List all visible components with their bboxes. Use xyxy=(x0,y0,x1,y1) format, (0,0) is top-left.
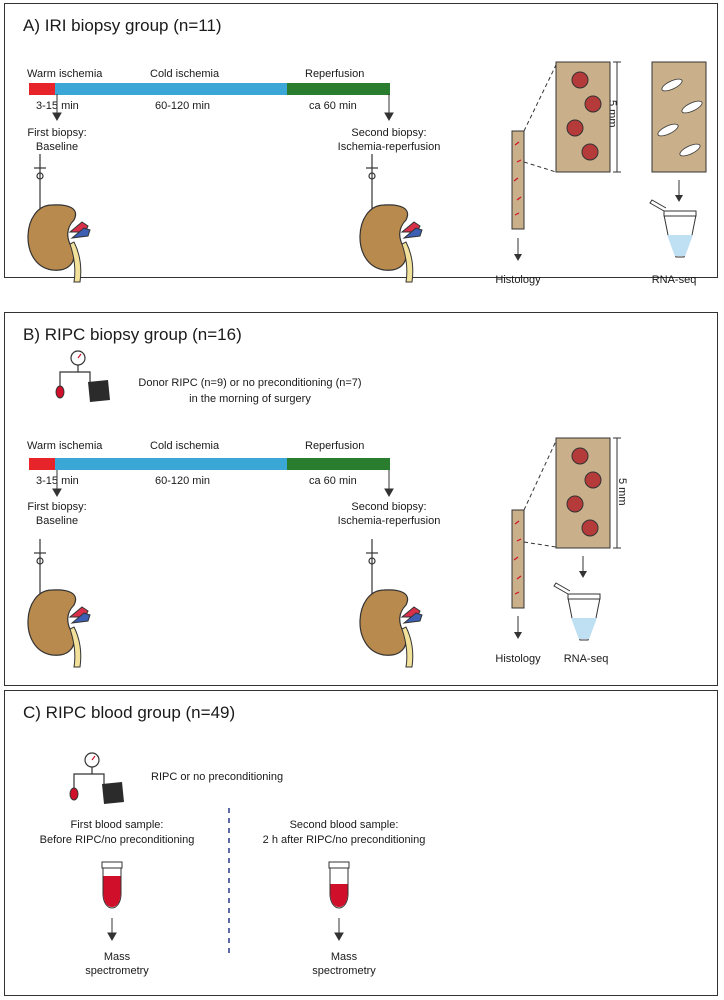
histology-label: Histology xyxy=(495,653,541,665)
first-sample-subtitle: Before RIPC/no preconditioning xyxy=(39,834,195,846)
sample-tube-icon xyxy=(553,582,601,641)
cold-ischemia-bar xyxy=(55,458,287,470)
mass-spec-label-1b: spectrometry xyxy=(85,965,149,977)
sample-tube-icon xyxy=(649,199,697,258)
warm-ischemia-bar xyxy=(29,83,55,95)
warm-ischemia-bar xyxy=(29,458,55,470)
mass-spec-label-2b: spectrometry xyxy=(312,965,376,977)
blood-tube-icon xyxy=(328,861,350,909)
mass-spec-label-2: Mass xyxy=(330,951,358,963)
tissue-section-icon xyxy=(555,437,611,549)
ripc-note-line2: in the morning of surgery xyxy=(189,393,311,405)
rnaseq-label: RNA-seq xyxy=(651,274,697,286)
cold-ischemia-bar xyxy=(55,83,287,95)
second-sample-title: Second blood sample: xyxy=(289,819,399,831)
reperfusion-time: ca 60 min xyxy=(309,100,357,112)
kidney-icon xyxy=(27,154,91,283)
kidney-icon xyxy=(27,539,91,668)
blood-pressure-cuff-icon xyxy=(55,350,110,402)
tissue-section-icon xyxy=(555,61,611,173)
biopsy-core-icon xyxy=(511,130,525,230)
mass-spec-label-1: Mass xyxy=(103,951,131,963)
first-sample-title: First blood sample: xyxy=(70,819,164,831)
cold-ischemia-label: Cold ischemia xyxy=(150,440,220,452)
panel-title: C) RIPC blood group (n=49) xyxy=(23,703,236,722)
second-biopsy-title: Second biopsy: xyxy=(351,127,427,139)
reperfusion-label: Reperfusion xyxy=(305,68,365,80)
reperfusion-bar xyxy=(287,458,390,470)
kidney-icon xyxy=(359,539,423,668)
sliced-tissue-icon xyxy=(651,61,707,173)
warm-ischemia-label: Warm ischemia xyxy=(27,68,103,80)
warm-ischemia-label: Warm ischemia xyxy=(27,440,103,452)
second-biopsy-subtitle: Ischemia-reperfusion xyxy=(337,141,441,153)
cold-ischemia-label: Cold ischemia xyxy=(150,68,220,80)
first-biopsy-subtitle: Baseline xyxy=(35,515,79,527)
blood-pressure-cuff-icon xyxy=(69,752,124,804)
second-biopsy-subtitle: Ischemia-reperfusion xyxy=(337,515,441,527)
reperfusion-label: Reperfusion xyxy=(305,440,365,452)
panel-title: B) RIPC biopsy group (n=16) xyxy=(23,325,242,344)
second-sample-subtitle: 2 h after RIPC/no preconditioning xyxy=(262,834,426,846)
panel-title: A) IRI biopsy group (n=11) xyxy=(23,16,222,35)
histology-label: Histology xyxy=(495,274,541,286)
ripc-note: RIPC or no preconditioning xyxy=(151,771,284,783)
first-biopsy-title: First biopsy: xyxy=(27,127,87,139)
cold-time: 60-120 min xyxy=(155,100,211,112)
second-biopsy-title: Second biopsy: xyxy=(351,501,427,513)
cold-time: 60-120 min xyxy=(155,475,211,487)
kidney-icon xyxy=(359,154,423,283)
ripc-note-line1: Donor RIPC (n=9) or no preconditioning (… xyxy=(138,377,362,389)
reperfusion-time: ca 60 min xyxy=(309,475,357,487)
rnaseq-label: RNA-seq xyxy=(563,653,609,665)
biopsy-core-icon xyxy=(511,509,525,609)
panel-c-ripc-blood: C) RIPC blood group (n=49) RIPC or no pr… xyxy=(4,690,718,996)
first-biopsy-subtitle: Baseline xyxy=(35,141,79,153)
blood-tube-icon xyxy=(101,861,123,909)
first-biopsy-title: First biopsy: xyxy=(27,501,87,513)
reperfusion-bar xyxy=(287,83,390,95)
